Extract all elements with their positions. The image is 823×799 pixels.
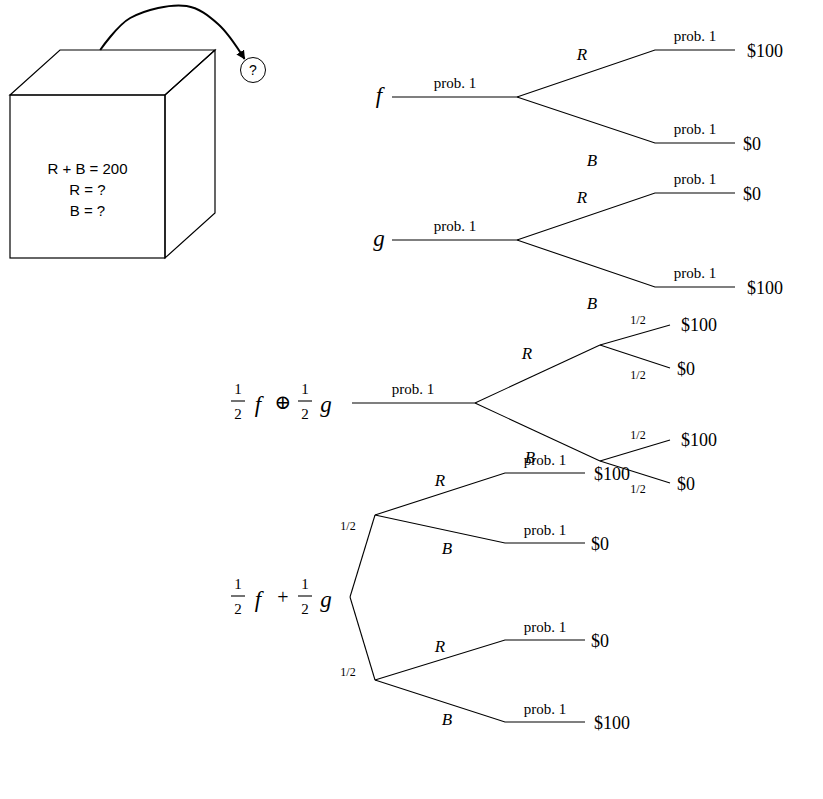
fraction-bar xyxy=(231,400,245,401)
probability-label: prob. 1 xyxy=(674,266,717,281)
event-label: R xyxy=(577,46,587,63)
mix-operator: ⊕ xyxy=(275,392,292,412)
act-name: f xyxy=(376,84,382,107)
urn-cube xyxy=(10,50,215,258)
fraction-digit: 2 xyxy=(234,602,242,617)
act-name: g xyxy=(320,393,332,416)
event-label: B xyxy=(587,152,597,169)
payoff-value: $0 xyxy=(677,475,695,493)
event-label: B xyxy=(587,295,597,312)
urn-text: R = ? xyxy=(10,179,165,200)
branch-probability: 1/2 xyxy=(340,666,355,678)
branch xyxy=(475,345,600,403)
branch xyxy=(375,680,585,722)
event-label: B xyxy=(442,711,452,728)
payoff-value: $0 xyxy=(743,135,761,153)
cube-top xyxy=(10,50,215,95)
payoff-value: $100 xyxy=(594,465,630,483)
probability-label: prob. 1 xyxy=(674,172,717,187)
payoff-value: $100 xyxy=(747,42,783,60)
probability-label: prob. 1 xyxy=(434,219,477,234)
probability-label: prob. 1 xyxy=(524,523,567,538)
branch xyxy=(517,97,735,143)
payoff-value: $100 xyxy=(681,316,717,334)
probability-label: prob. 1 xyxy=(524,620,567,635)
event-label: R xyxy=(435,472,445,489)
urn-text: B = ? xyxy=(10,200,165,221)
branch-probability: 1/2 xyxy=(630,483,645,495)
payoff-value: $100 xyxy=(681,431,717,449)
probability-label: prob. 1 xyxy=(392,382,435,397)
event-label: R xyxy=(577,189,587,206)
payoff-value: $0 xyxy=(591,535,609,553)
urn-text: R + B = 200 xyxy=(10,158,165,179)
branch-probability: 1/2 xyxy=(630,314,645,326)
fraction-bar xyxy=(231,595,245,596)
branch xyxy=(600,325,670,345)
branch xyxy=(517,240,735,287)
cube-front xyxy=(10,95,165,258)
payoff-value: $100 xyxy=(594,714,630,732)
cube-side xyxy=(165,50,215,258)
branch-probability: 1/2 xyxy=(630,369,645,381)
fraction-digit: 1 xyxy=(301,577,309,592)
event-label: B xyxy=(442,540,452,557)
urn-box: R + B = 200R = ?B = ? xyxy=(10,50,215,258)
act-name: f xyxy=(255,393,261,416)
branch-probability: 1/2 xyxy=(630,429,645,441)
branch xyxy=(517,50,735,97)
fraction-digit: 2 xyxy=(234,407,242,422)
branch xyxy=(600,345,670,368)
branch xyxy=(375,515,585,543)
fraction-bars xyxy=(231,401,312,596)
event-label: R xyxy=(522,345,532,362)
branch xyxy=(600,440,670,461)
fraction-digit: 1 xyxy=(234,382,242,397)
probability-label: prob. 1 xyxy=(674,122,717,137)
fraction-bar xyxy=(298,400,312,401)
fraction-digit: 2 xyxy=(301,602,309,617)
payoff-value: $0 xyxy=(743,185,761,203)
branch xyxy=(392,239,517,240)
ball-text: ? xyxy=(249,63,257,77)
payoff-value: $0 xyxy=(677,360,695,378)
fraction-digit: 1 xyxy=(234,577,242,592)
probability-label: prob. 1 xyxy=(524,453,567,468)
act-name: g xyxy=(373,227,385,250)
branch xyxy=(375,473,585,515)
branch xyxy=(375,640,585,680)
branch-probability: 1/2 xyxy=(340,520,355,532)
branch xyxy=(517,193,735,240)
tree-branches xyxy=(350,50,735,722)
payoff-value: $100 xyxy=(747,279,783,297)
probability-label: prob. 1 xyxy=(434,76,477,91)
branch xyxy=(392,96,517,97)
probability-label: prob. 1 xyxy=(524,702,567,717)
fraction-bar xyxy=(298,595,312,596)
urn-label-group: R + B = 200R = ?B = ? xyxy=(10,158,165,221)
payoff-value: $0 xyxy=(591,632,609,650)
event-label: R xyxy=(435,638,445,655)
mix-operator: + xyxy=(277,587,288,607)
draw-arrow xyxy=(100,5,244,58)
drawn-ball: ? xyxy=(240,57,266,83)
fraction-digit: 1 xyxy=(301,382,309,397)
probability-label: prob. 1 xyxy=(674,29,717,44)
act-name: g xyxy=(320,588,332,611)
act-name: f xyxy=(255,588,261,611)
branch xyxy=(352,402,475,403)
fraction-digit: 2 xyxy=(301,407,309,422)
